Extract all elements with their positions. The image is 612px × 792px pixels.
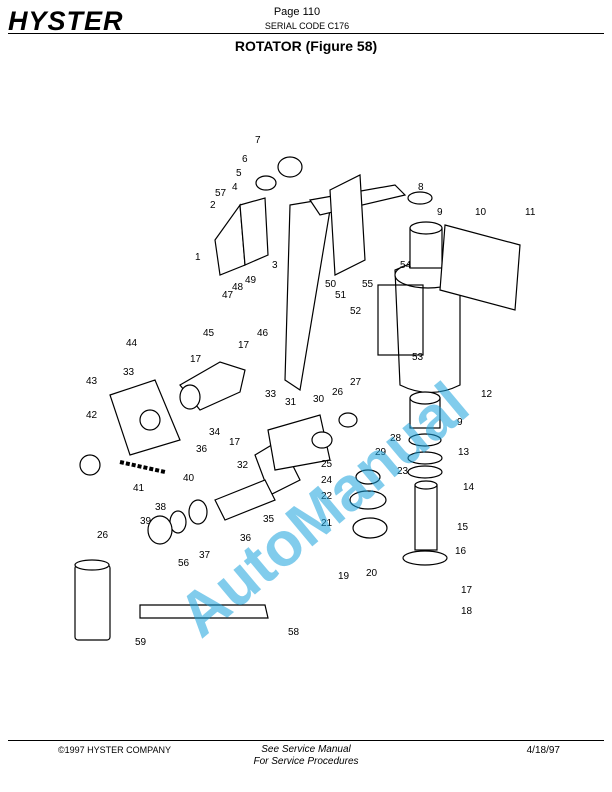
callout-50: 50 — [325, 279, 337, 290]
callout-21: 21 — [321, 518, 333, 529]
callout-48: 48 — [232, 282, 244, 293]
callout-23: 23 — [397, 466, 409, 477]
header-rule — [8, 33, 604, 34]
callout-28: 28 — [390, 433, 402, 444]
callout-58: 58 — [288, 627, 300, 638]
callout-39: 39 — [140, 516, 152, 527]
callout-10: 10 — [475, 207, 487, 218]
callout-36-lower: 36 — [240, 533, 252, 544]
callout-33-right: 33 — [265, 389, 277, 400]
footer-date: 4/18/97 — [526, 745, 560, 756]
callout-26-right: 26 — [332, 387, 344, 398]
callout-42: 42 — [86, 410, 98, 421]
callout-30: 30 — [313, 394, 325, 405]
page-number: Page 110 — [273, 6, 321, 18]
callout-17-lower: 17 — [229, 437, 241, 448]
callout-22: 22 — [321, 491, 333, 502]
callout-34: 34 — [209, 427, 221, 438]
callout-18: 18 — [461, 606, 473, 617]
footer-note: See Service Manual For Service Procedure… — [200, 744, 412, 768]
callout-32: 32 — [237, 460, 249, 471]
callout-8: 8 — [418, 182, 424, 193]
callout-9-top: 9 — [437, 207, 443, 218]
callout-40: 40 — [183, 473, 195, 484]
callout-13: 13 — [458, 447, 470, 458]
footer-rule — [8, 740, 604, 741]
callout-49: 49 — [245, 275, 257, 286]
rotator-exploded-diagram: 7 6 5 4 57 2 1 3 8 9 10 11 54 49 48 47 5… — [74, 135, 536, 650]
callout-16: 16 — [455, 546, 467, 557]
callout-47: 47 — [222, 290, 234, 301]
callout-20: 20 — [366, 568, 378, 579]
callout-36-upper: 36 — [196, 444, 208, 455]
callout-15: 15 — [457, 522, 469, 533]
callout-1: 1 — [195, 252, 201, 263]
callout-17-bottom: 17 — [461, 585, 473, 596]
footer-note-line1: See Service Manual — [261, 744, 351, 755]
callout-53: 53 — [412, 352, 424, 363]
serial-code: SERIAL CODE C176 — [264, 21, 350, 31]
callout-14: 14 — [463, 482, 475, 493]
callout-55: 55 — [362, 279, 374, 290]
callout-17-mid: 17 — [238, 340, 250, 351]
callout-57: 57 — [215, 188, 227, 199]
hyster-logo: HYSTER — [8, 6, 124, 36]
callout-51: 51 — [335, 290, 347, 301]
callout-11: 11 — [525, 207, 536, 218]
callout-24: 24 — [321, 475, 333, 486]
callout-31: 31 — [285, 397, 297, 408]
callout-29: 29 — [375, 447, 387, 458]
callout-2: 2 — [210, 200, 216, 211]
callout-44: 44 — [126, 338, 138, 349]
callout-37: 37 — [199, 550, 211, 561]
callout-7: 7 — [255, 135, 261, 146]
callout-19: 19 — [338, 571, 350, 582]
callout-9-lower: 9 — [457, 417, 463, 428]
callout-3: 3 — [272, 260, 278, 271]
callout-41: 41 — [133, 483, 145, 494]
callout-43: 43 — [86, 376, 98, 387]
callout-12: 12 — [481, 389, 493, 400]
page-title: ROTATOR (Figure 58) — [234, 38, 378, 54]
callout-56: 56 — [178, 558, 190, 569]
callout-38: 38 — [155, 502, 167, 513]
callout-26-left: 26 — [97, 530, 109, 541]
callout-54: 54 — [400, 260, 412, 271]
callout-5: 5 — [236, 168, 242, 179]
footer-note-line2: For Service Procedures — [253, 756, 359, 767]
callout-46: 46 — [257, 328, 269, 339]
callout-45: 45 — [203, 328, 215, 339]
callout-59: 59 — [135, 637, 147, 648]
callout-35: 35 — [263, 514, 275, 525]
callout-4: 4 — [232, 182, 238, 193]
footer-copyright: ©1997 HYSTER COMPANY — [58, 745, 171, 755]
callout-33-left: 33 — [123, 367, 135, 378]
callout-6: 6 — [242, 154, 248, 165]
callout-27: 27 — [350, 377, 362, 388]
callout-52: 52 — [350, 306, 362, 317]
callout-17-upper: 17 — [190, 354, 202, 365]
callout-25: 25 — [321, 459, 333, 470]
